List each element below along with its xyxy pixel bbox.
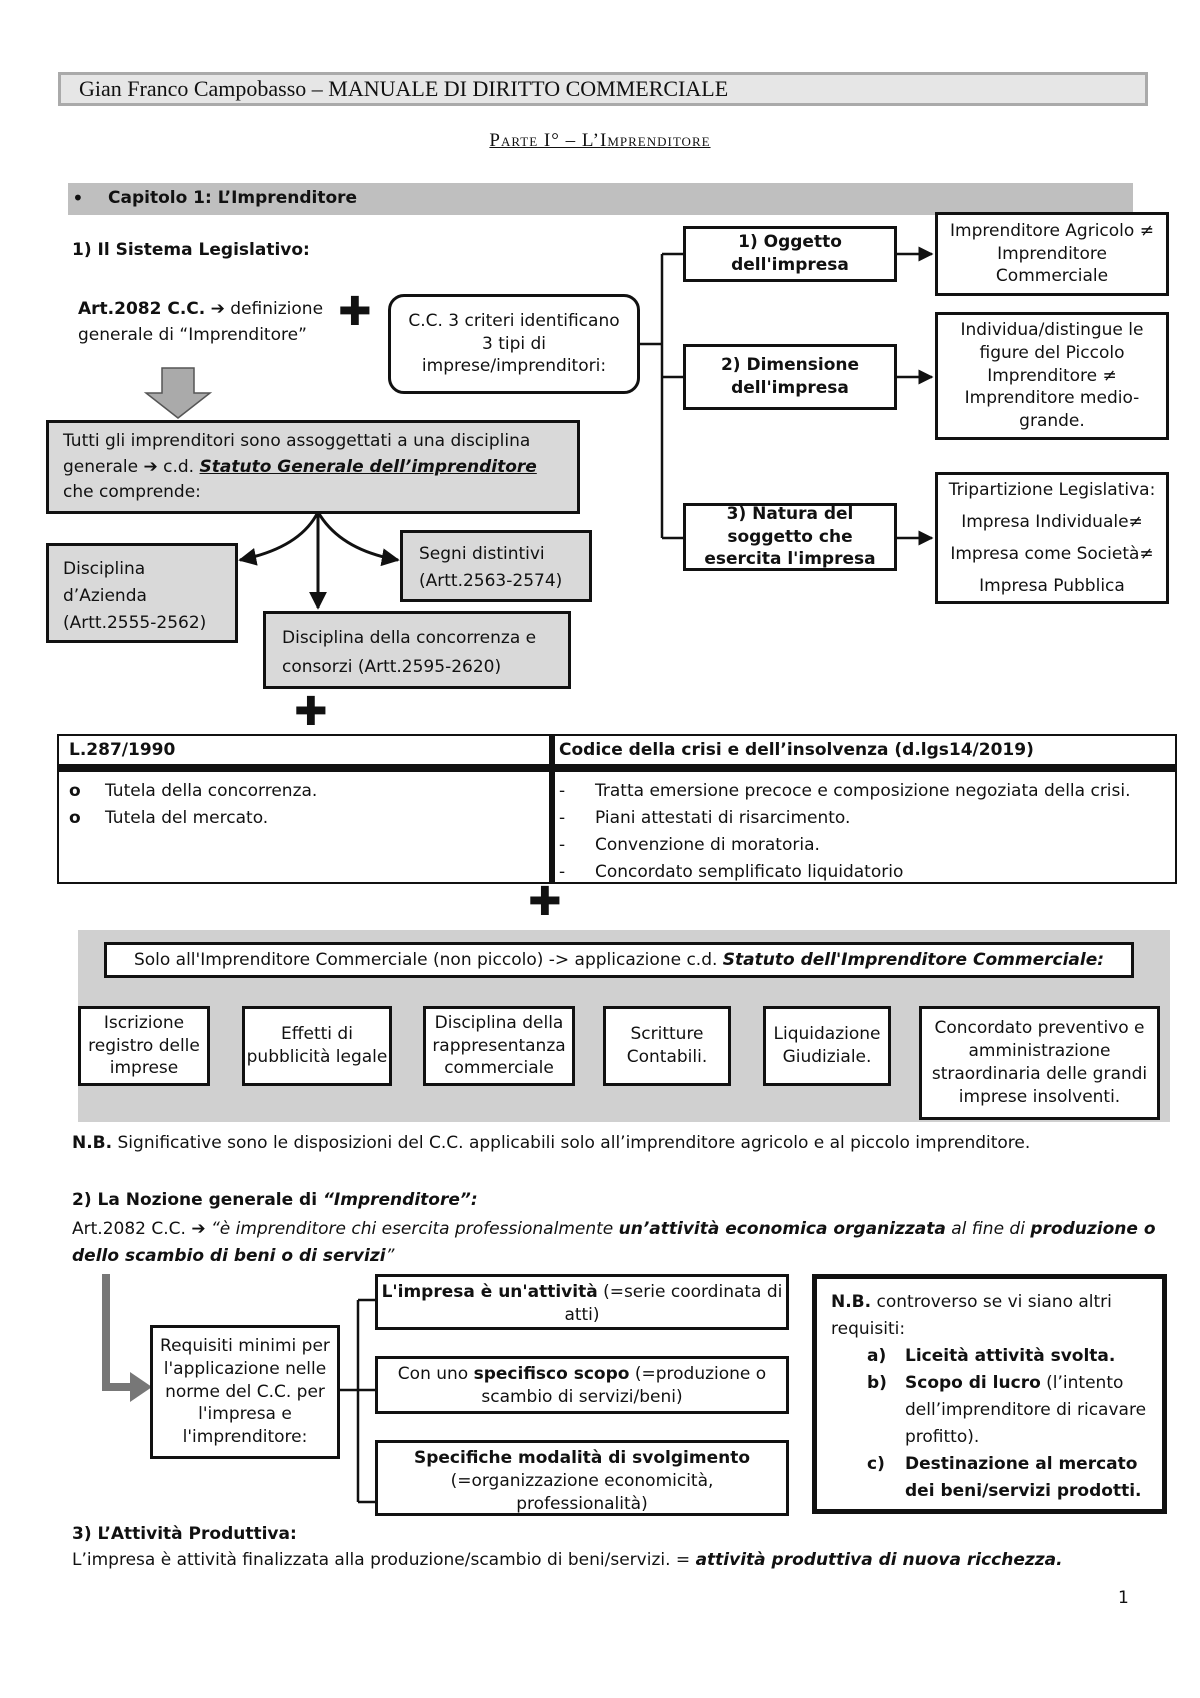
criterion-2-detail: Individua/distingue le figure del Piccol… (935, 312, 1169, 440)
list-item: a) Liceità attività svolta. (867, 1346, 1116, 1366)
criterion-2-box: 2) Dimensione dell'impresa (683, 344, 897, 410)
table-header-law: L.287/1990 (69, 740, 176, 760)
commercial-item: Scritture Contabili. (603, 1006, 731, 1086)
list-item: -Piani attestati di risarcimento. (559, 808, 851, 828)
nb-requisiti-box: N.B. controverso se vi siano altri requi… (812, 1274, 1167, 1514)
plus-icon: ✚ (338, 289, 372, 335)
commercial-item: Disciplina della rappresentanza commerci… (423, 1006, 575, 1086)
list-item: c) Destinazione al mercato dei beni/serv… (867, 1454, 1142, 1501)
section3-text: L’impresa è attività finalizzata alla pr… (72, 1550, 1063, 1570)
requisito-item: Specifiche modalità di svolgimento (=org… (375, 1440, 789, 1516)
section1-heading: 1) Il Sistema Legislativo: (72, 240, 310, 260)
art2082-quote: Art.2082 C.C. ➔ “è imprenditore chi eser… (72, 1219, 1156, 1266)
criterion-1-detail: Imprenditore Agricolo ≠ Imprenditore Com… (935, 212, 1169, 296)
azienda-box: Disciplina d’Azienda (Artt.2555-2562) (46, 543, 238, 643)
plus-icon: ✚ (294, 689, 328, 735)
arrow-icon: ➔ (210, 299, 225, 319)
general-statute-box: Tutti gli imprenditori sono assoggettati… (46, 420, 580, 514)
crisis-list: -Tratta emersione precoce e composizione… (559, 778, 1131, 886)
commercial-item: Effetti di pubblicità legale (242, 1006, 392, 1086)
chapter-bullet: • (72, 186, 84, 210)
section3-heading: 3) L’Attività Produttiva: (72, 1524, 297, 1544)
requisito-item: L'impresa è un'attività (=serie coordina… (375, 1274, 789, 1330)
commercial-item: Concordato preventivo e amministrazione … (919, 1006, 1160, 1120)
list-item: b) Scopo di lucro (l’intento dell’impren… (867, 1373, 1147, 1447)
section2-heading: 2) La Nozione generale di “Imprenditore”… (72, 1190, 478, 1210)
criterion-3-detail: Tripartizione Legislativa: Impresa Indiv… (935, 472, 1169, 604)
header-title: Gian Franco Campobasso – MANUALE DI DIRI… (79, 76, 729, 101)
table-header-code: Codice della crisi e dell’insolvenza (d.… (559, 740, 1034, 760)
list-item: -Concordato semplificato liquidatorio (559, 862, 904, 882)
list-item: -Tratta emersione precoce e composizione… (559, 781, 1131, 801)
requisito-item: Con uno specifisco scopo (=produzione o … (375, 1356, 789, 1414)
criteria-box: C.C. 3 criteri identificano 3 tipi di im… (388, 294, 640, 394)
part-title: Parte I° – L’Imprenditore (489, 130, 711, 151)
list-item: -Convenzione di moratoria. (559, 835, 820, 855)
plus-icon: ✚ (528, 879, 562, 925)
commercial-item: Iscrizione registro delle imprese (78, 1006, 210, 1086)
art2082-definition: Art.2082 C.C. ➔ definizione generale di … (78, 299, 324, 345)
criterion-1-box: 1) Oggetto dell'impresa (683, 226, 897, 282)
commercial-item: Liquidazione Giudiziale. (763, 1006, 891, 1086)
chapter-bar: • Capitolo 1: L’Imprenditore (68, 183, 1133, 215)
page-number: 1 (1118, 1588, 1129, 1608)
concorrenza-box: Disciplina della concorrenza e consorzi … (263, 611, 571, 689)
arrow-icon: ➔ (191, 1219, 206, 1239)
chapter-label: Capitolo 1: L’Imprenditore (108, 188, 358, 208)
criterion-3-box: 3) Natura del soggetto che esercita l'im… (683, 503, 897, 571)
requisiti-box: Requisiti minimi per l'applicazione nell… (150, 1325, 340, 1459)
law-table: L.287/1990 Codice della crisi e dell’ins… (57, 734, 1177, 884)
nb-note-1: N.B. Significative sono le disposizioni … (72, 1133, 1031, 1153)
commercial-statute-header: Solo all'Imprenditore Commerciale (non p… (104, 942, 1134, 978)
segni-box: Segni distintivi (Artt.2563-2574) (400, 530, 592, 602)
arrow-icon: ➔ (143, 456, 158, 477)
document-header: Gian Franco Campobasso – MANUALE DI DIRI… (58, 72, 1148, 106)
